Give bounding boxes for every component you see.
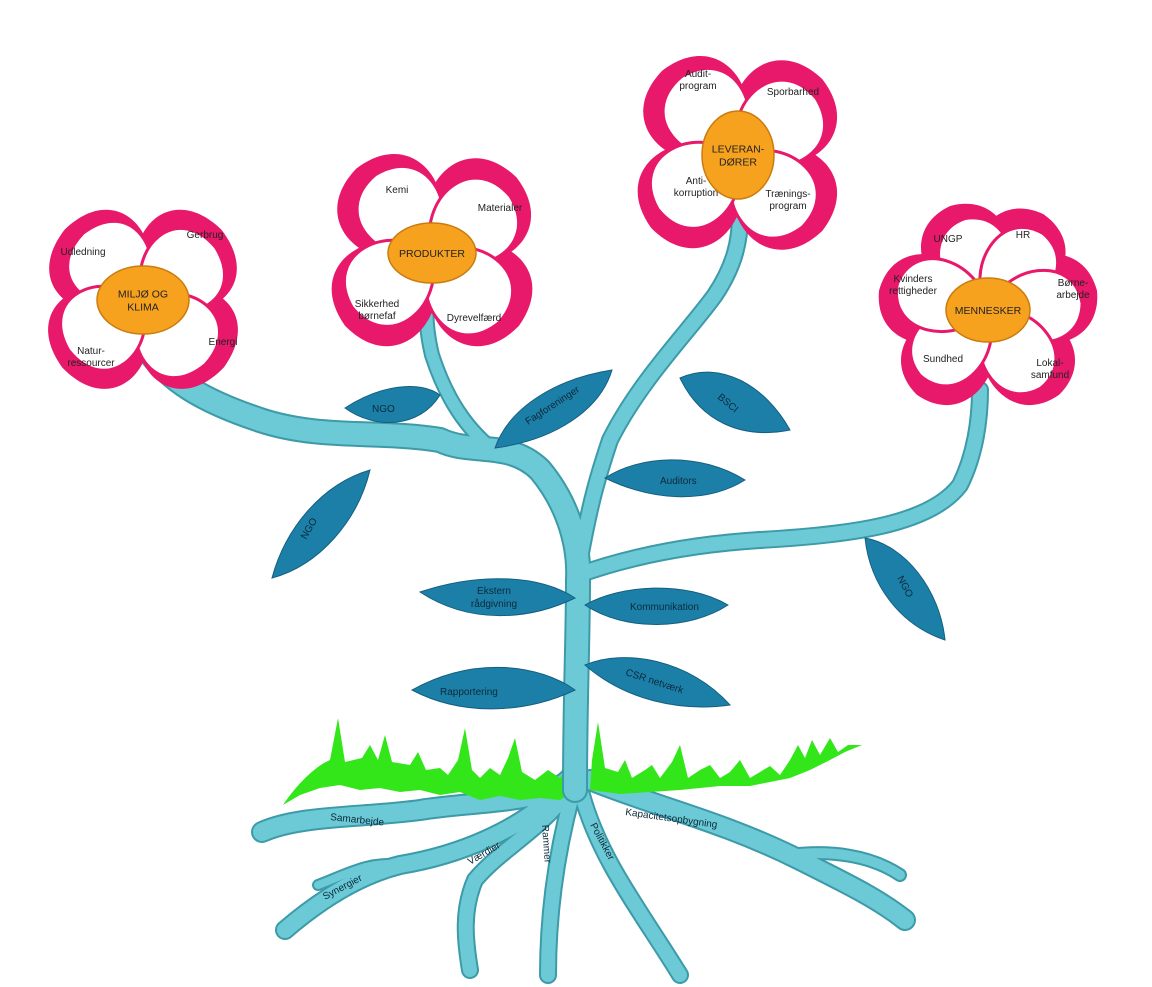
petal-label: Natur- bbox=[77, 346, 105, 357]
flower-center-label: KLIMA bbox=[127, 302, 159, 314]
leaf-ngo-2: NGO bbox=[272, 470, 370, 578]
root-label-rammer: Rammer bbox=[539, 824, 553, 864]
petal-label: korruption bbox=[674, 188, 718, 199]
petal-label: arbejde bbox=[1056, 290, 1090, 301]
petal-label: Trænings- bbox=[765, 189, 810, 200]
petal-label: Kemi bbox=[386, 185, 409, 196]
petal-label: Kvinders bbox=[894, 274, 933, 285]
petal-label: Gerbrug bbox=[187, 230, 224, 241]
leaf-label-rapportering: Rapportering bbox=[440, 687, 498, 698]
petal-label: Sikkerhed bbox=[355, 299, 399, 310]
petal-label: ressourcer bbox=[67, 358, 115, 369]
leaf-label-ngo-1: NGO bbox=[372, 404, 395, 415]
petal-label: UNGP bbox=[934, 234, 963, 245]
petal-label: børnefaf bbox=[358, 311, 395, 322]
petal-label: Materialer bbox=[478, 203, 523, 214]
petal-label: Lokal- bbox=[1036, 358, 1063, 369]
petal-label: Udledning bbox=[60, 247, 105, 258]
leaf-label-ekstern-2: rådgivning bbox=[471, 598, 517, 610]
flower-center-label: MILJØ OG bbox=[118, 289, 168, 301]
petal-label: Sundhed bbox=[923, 354, 963, 365]
petal-label: rettigheder bbox=[889, 286, 937, 297]
flower-center-label: LEVERAN- bbox=[712, 144, 765, 156]
petal-label: Dyrevelfærd bbox=[447, 313, 501, 324]
leaf-kommunikation: Kommunikation bbox=[585, 588, 728, 624]
leaf-ekstern: Ekstern rådgivning bbox=[420, 579, 575, 616]
stems bbox=[148, 215, 980, 790]
leaf-label-kommunikation: Kommunikation bbox=[630, 602, 699, 613]
leaf-rapportering: Rapportering bbox=[412, 667, 575, 708]
petal-label: Børne- bbox=[1058, 278, 1089, 289]
leaf-fagforeninger: Fagforeninger bbox=[495, 370, 612, 448]
leaf-ngo-1: NGO bbox=[345, 386, 440, 422]
flower-center-label: PRODUKTER bbox=[399, 248, 465, 260]
petal-label: Energi bbox=[209, 337, 238, 348]
leaf-bsci: BSCI bbox=[680, 372, 790, 432]
roots: Samarbejde Synergier Værdier Rammer Poli… bbox=[262, 770, 905, 975]
leaf-ngo-3: NGO bbox=[865, 538, 945, 640]
petal-label: HR bbox=[1016, 230, 1030, 241]
petal-label: Anti- bbox=[686, 176, 707, 187]
leaf-label-auditors: Auditors bbox=[660, 476, 697, 487]
petal-label: program bbox=[769, 201, 806, 212]
flower-center-label: MENNESKER bbox=[955, 305, 1022, 317]
petal-label: program bbox=[679, 81, 716, 92]
flower-center-label: DØRER bbox=[719, 157, 757, 169]
leaf-label-ekstern-1: Ekstern bbox=[477, 586, 511, 597]
leaf-auditors: Auditors bbox=[605, 460, 745, 497]
leaf-csr: CSR netværk bbox=[585, 658, 730, 707]
petal-label: samfund bbox=[1031, 370, 1069, 381]
petal-label: Sporbarhed bbox=[767, 87, 819, 98]
petal-label: Audit- bbox=[685, 69, 711, 80]
